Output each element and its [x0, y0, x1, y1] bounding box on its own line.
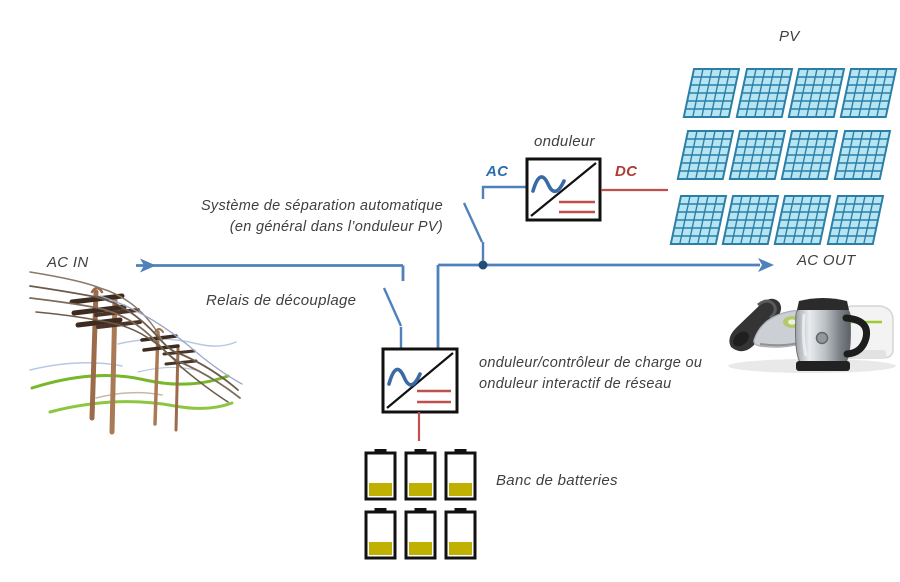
battery-inverter-box [381, 347, 459, 414]
pv-panel [787, 67, 846, 119]
pv-panel [780, 129, 839, 181]
battery [404, 447, 437, 501]
battery-inverter-line2: onduleur interactif de réseau [479, 376, 672, 392]
relais-switch [382, 287, 403, 349]
ac-out-line [436, 263, 760, 349]
pv-inverter-box [525, 157, 602, 222]
power-lines-illustration [29, 271, 243, 435]
battery [444, 506, 477, 560]
battery [364, 506, 397, 560]
battery [444, 447, 477, 501]
inverter-diagonal [386, 352, 454, 409]
dc-terminal-label: DC [615, 163, 638, 180]
inverter-dc-bars-icon [417, 389, 451, 404]
inverter-sine-icon [531, 175, 566, 194]
ac-out-label: AC OUT [797, 252, 856, 269]
pv-panel [773, 194, 832, 246]
separation-system-label: Système de séparation automatique (en gé… [201, 196, 443, 238]
pv-panel [676, 129, 735, 181]
ac-in-line [136, 264, 405, 281]
appliances-illustration [728, 298, 896, 373]
pv-label: PV [779, 28, 800, 45]
separation-switch [462, 185, 527, 261]
ac-bus-lines [136, 263, 760, 349]
pv-panel [735, 67, 794, 119]
ac-in-label: AC IN [47, 254, 89, 271]
relais-label: Relais de découplage [206, 292, 357, 309]
battery-bank [364, 447, 477, 560]
inverter-diagonal [530, 162, 597, 217]
separation-system-line1: Système de séparation automatique [200, 198, 443, 214]
pv-panel [826, 194, 885, 246]
battery [404, 506, 437, 560]
pv-panel [839, 67, 898, 119]
pv-panel [728, 129, 787, 181]
battery-inverter-label: onduleur/contrôleur de charge ou onduleu… [479, 353, 702, 395]
pv-panel [669, 194, 728, 246]
ac-out-arrowhead [758, 258, 774, 272]
pv-panel [682, 67, 741, 119]
separation-system-line2: (en général dans l’onduleur PV) [229, 219, 443, 235]
battery-bank-label: Banc de batteries [496, 472, 618, 489]
pv-panel [721, 194, 780, 246]
pv-array [669, 67, 898, 246]
ac-in-arrowhead [140, 258, 156, 273]
battery-inverter-line1: onduleur/contrôleur de charge ou [479, 355, 703, 371]
inverter-sine-icon [387, 367, 422, 387]
inverter-label: onduleur [534, 133, 595, 150]
pv-panel [833, 129, 892, 181]
junction-node [478, 260, 488, 270]
battery [364, 447, 397, 501]
ac-terminal-label: AC [486, 163, 509, 180]
inverter-dc-bars-icon [559, 200, 595, 214]
